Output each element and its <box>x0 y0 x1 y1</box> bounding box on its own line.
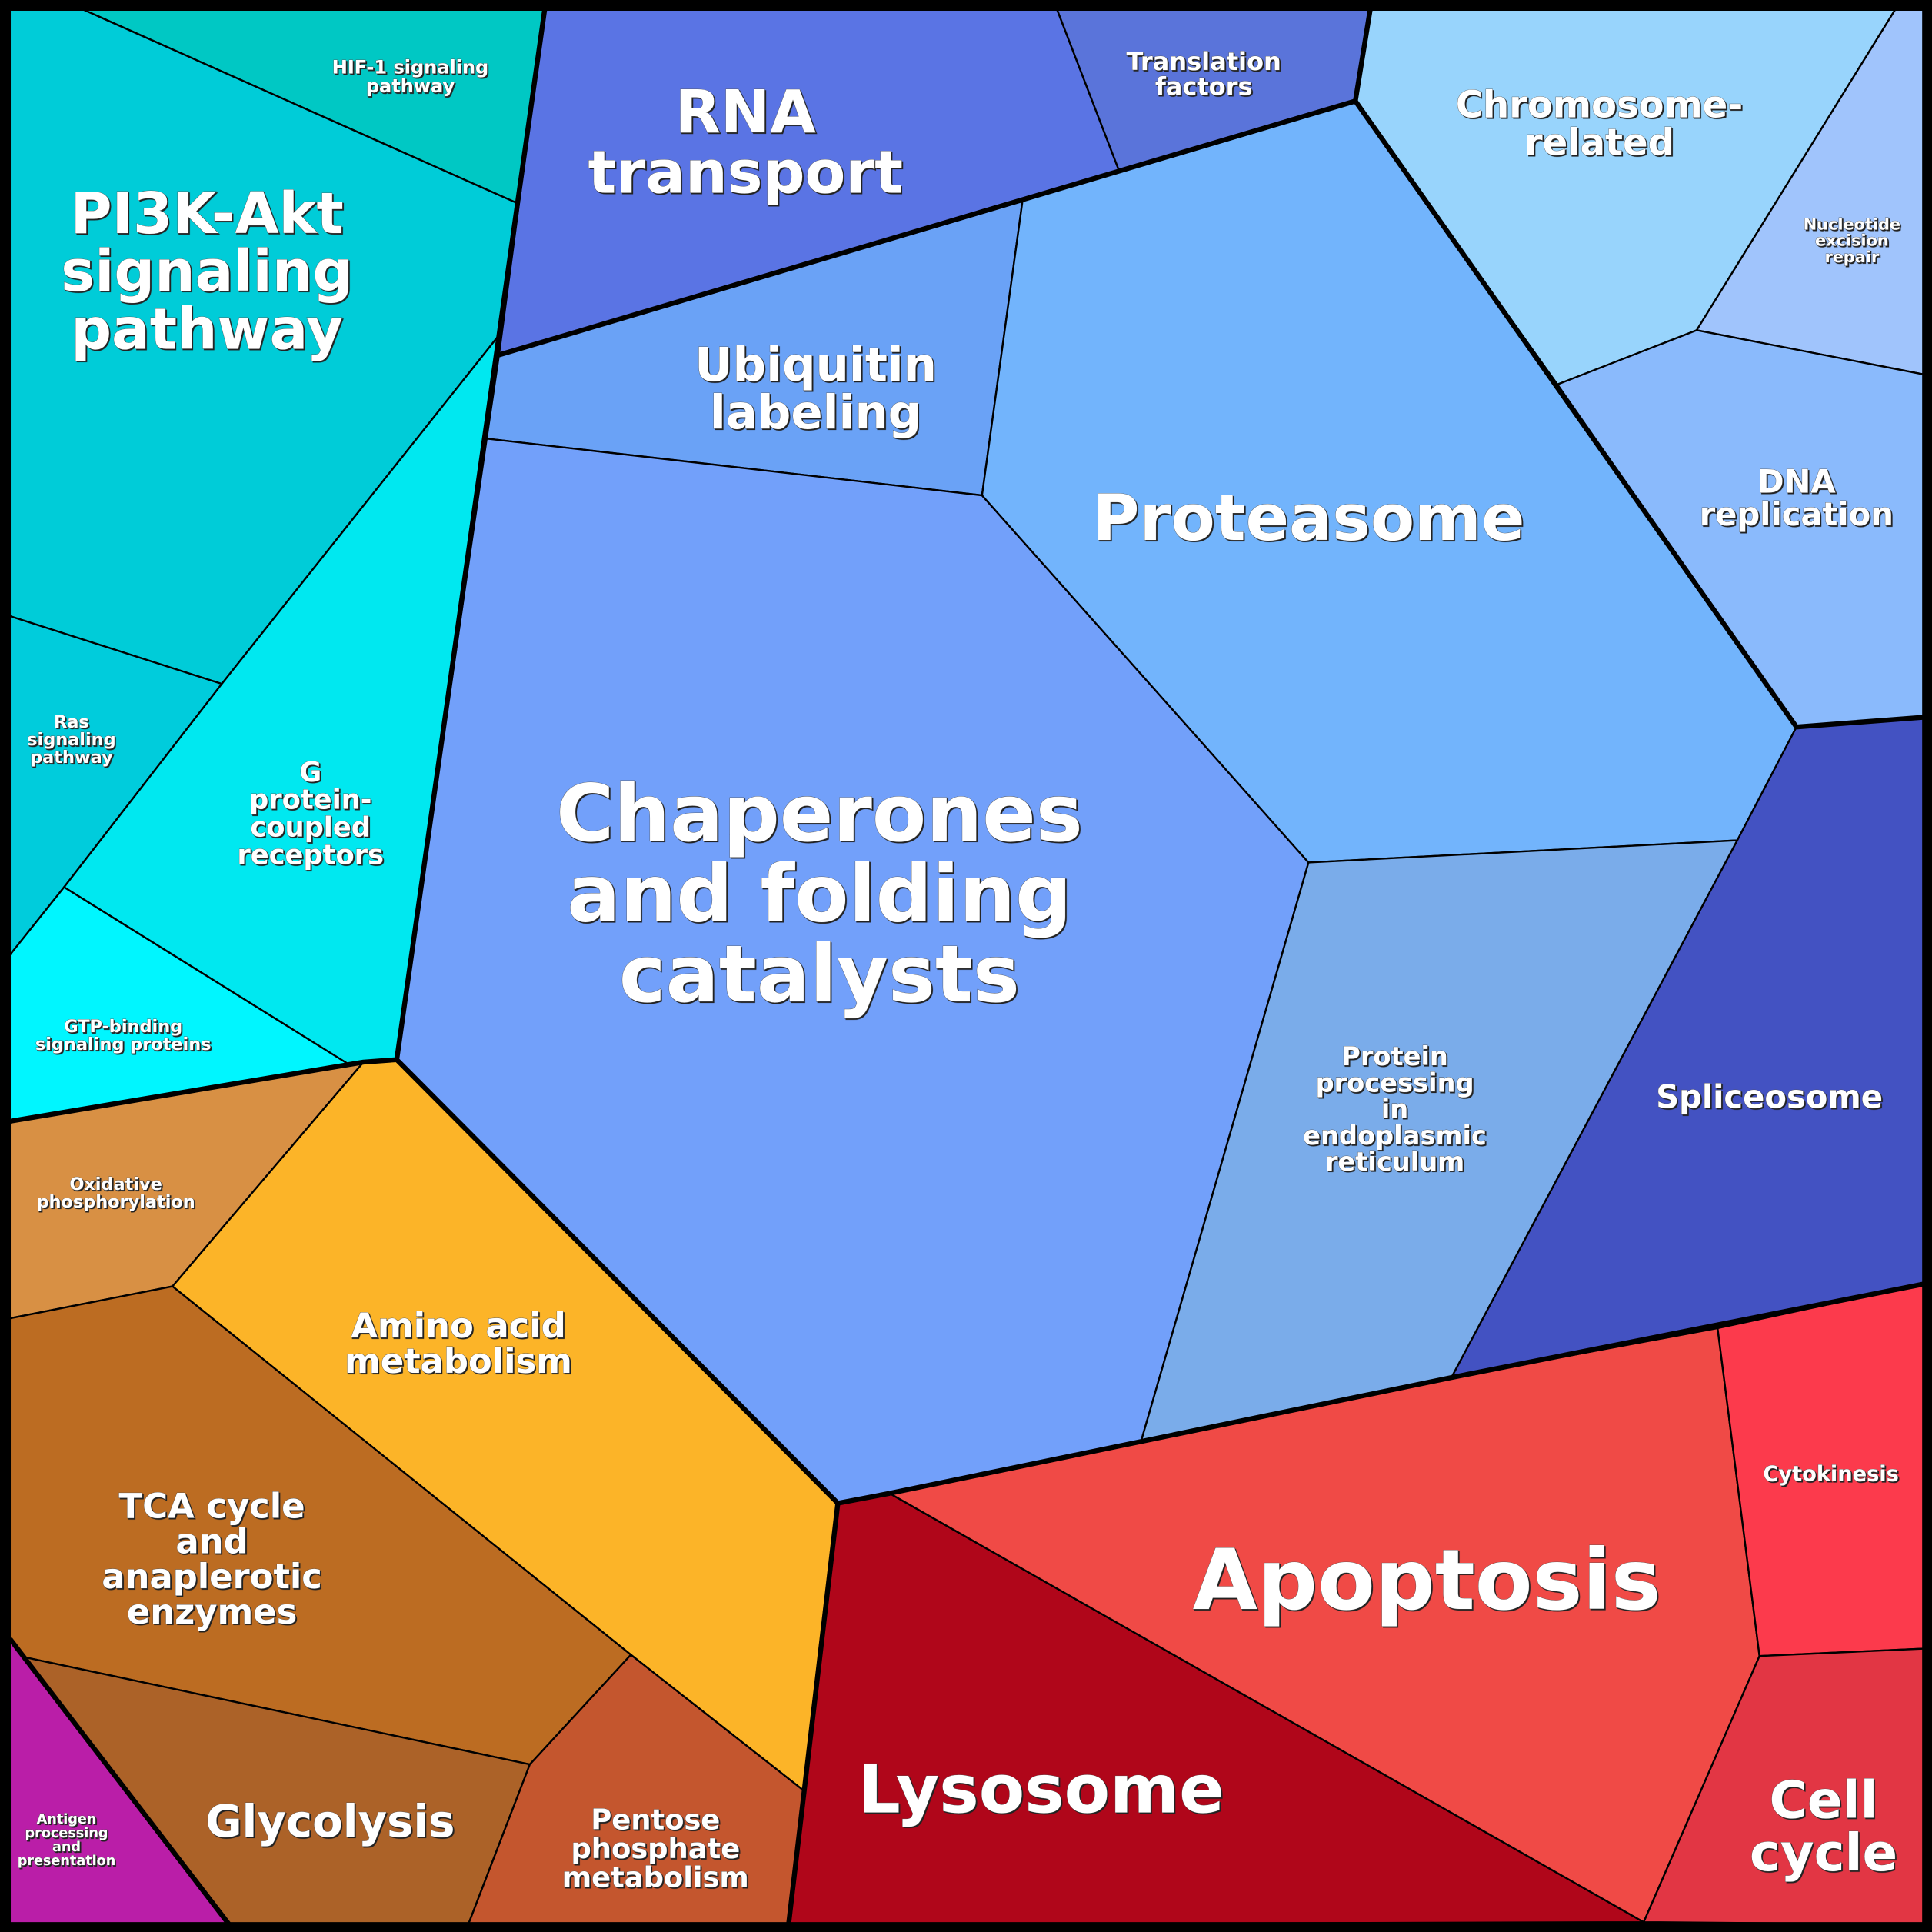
label-line: presentation <box>18 1854 116 1869</box>
label-line: enzymes <box>127 1591 298 1632</box>
group-border <box>786 1503 841 1925</box>
label-line: DNA <box>1757 463 1836 501</box>
label-line: RNA <box>675 78 817 147</box>
label-line: and <box>175 1521 248 1561</box>
label-lyso: Lysosome <box>858 1751 1224 1828</box>
label-line: labeling <box>710 385 921 440</box>
label-line: Chaperones <box>556 768 1083 860</box>
label-line: Cell <box>1769 1770 1877 1830</box>
label-line: signaling proteins <box>35 1034 212 1054</box>
label-cytok: Cytokinesis <box>1763 1463 1898 1487</box>
label-apop: Apoptosis <box>1193 1531 1661 1629</box>
label-line: excision <box>1815 232 1889 250</box>
label-line: pathway <box>30 748 113 768</box>
label-line: metabolism <box>345 1341 572 1381</box>
label-line: TCA cycle <box>119 1486 305 1527</box>
label-line: Proteasome <box>1092 481 1524 555</box>
label-line: reticulum <box>1325 1147 1464 1177</box>
label-line: phosphorylation <box>36 1192 195 1212</box>
label-line: in <box>1381 1094 1408 1124</box>
label-line: Glycolysis <box>205 1795 455 1847</box>
label-line: coupled <box>250 812 371 844</box>
group-border <box>8 1637 232 1927</box>
label-splice: Spliceosome <box>1656 1078 1883 1115</box>
label-line: Ubiquitin <box>695 338 937 392</box>
label-line: Cytokinesis <box>1763 1463 1898 1487</box>
label-line: signaling <box>27 730 115 750</box>
label-line: Lysosome <box>858 1751 1224 1828</box>
label-line: pathway <box>71 297 343 362</box>
label-line: related <box>1524 122 1674 165</box>
label-line: pathway <box>366 75 455 97</box>
label-line: replication <box>1700 495 1894 533</box>
label-line: Nucleotide <box>1804 215 1900 233</box>
label-line: HIF-1 signaling <box>332 56 489 78</box>
label-line: Oxidative <box>69 1174 162 1194</box>
label-line: protein- <box>249 784 371 816</box>
label-chrom: Chromosome-related <box>1456 84 1743 165</box>
group-border <box>1353 99 1925 730</box>
label-line: endoplasmic <box>1303 1121 1487 1151</box>
label-line: Apoptosis <box>1193 1531 1661 1629</box>
label-line: and folding <box>567 848 1071 940</box>
label-line: Translation <box>1127 47 1281 76</box>
label-line: PI3K-Akt <box>71 182 344 247</box>
label-line: Amino acid <box>351 1305 565 1346</box>
label-line: processing <box>1315 1068 1474 1098</box>
group-border <box>889 1281 1926 1496</box>
label-line: anaplerotic <box>102 1556 322 1597</box>
label-line: Protein <box>1341 1041 1448 1071</box>
label-prot: Proteasome <box>1092 481 1524 555</box>
group-border <box>498 9 1373 358</box>
label-line: receptors <box>237 840 384 871</box>
label-line: factors <box>1155 72 1253 102</box>
label-line: G <box>299 757 321 788</box>
label-line: processing <box>25 1826 108 1841</box>
label-line: phosphate <box>571 1832 740 1865</box>
label-line: signaling <box>61 239 353 305</box>
label-line: Ras <box>54 712 89 732</box>
label-line: cycle <box>1750 1823 1897 1883</box>
label-line: metabolism <box>562 1861 749 1894</box>
label-line: Antigen <box>37 1812 97 1827</box>
label-line: Spliceosome <box>1656 1078 1883 1115</box>
label-line: Chromosome- <box>1456 84 1743 127</box>
label-line: GTP-binding <box>64 1017 182 1037</box>
label-line: transport <box>588 138 903 207</box>
label-line: Pentose <box>591 1803 720 1836</box>
label-glyco: Glycolysis <box>205 1795 455 1847</box>
label-line: and <box>52 1840 81 1855</box>
label-line: repair <box>1825 248 1880 266</box>
group-border <box>9 1057 398 1124</box>
label-line: catalysts <box>619 929 1020 1021</box>
